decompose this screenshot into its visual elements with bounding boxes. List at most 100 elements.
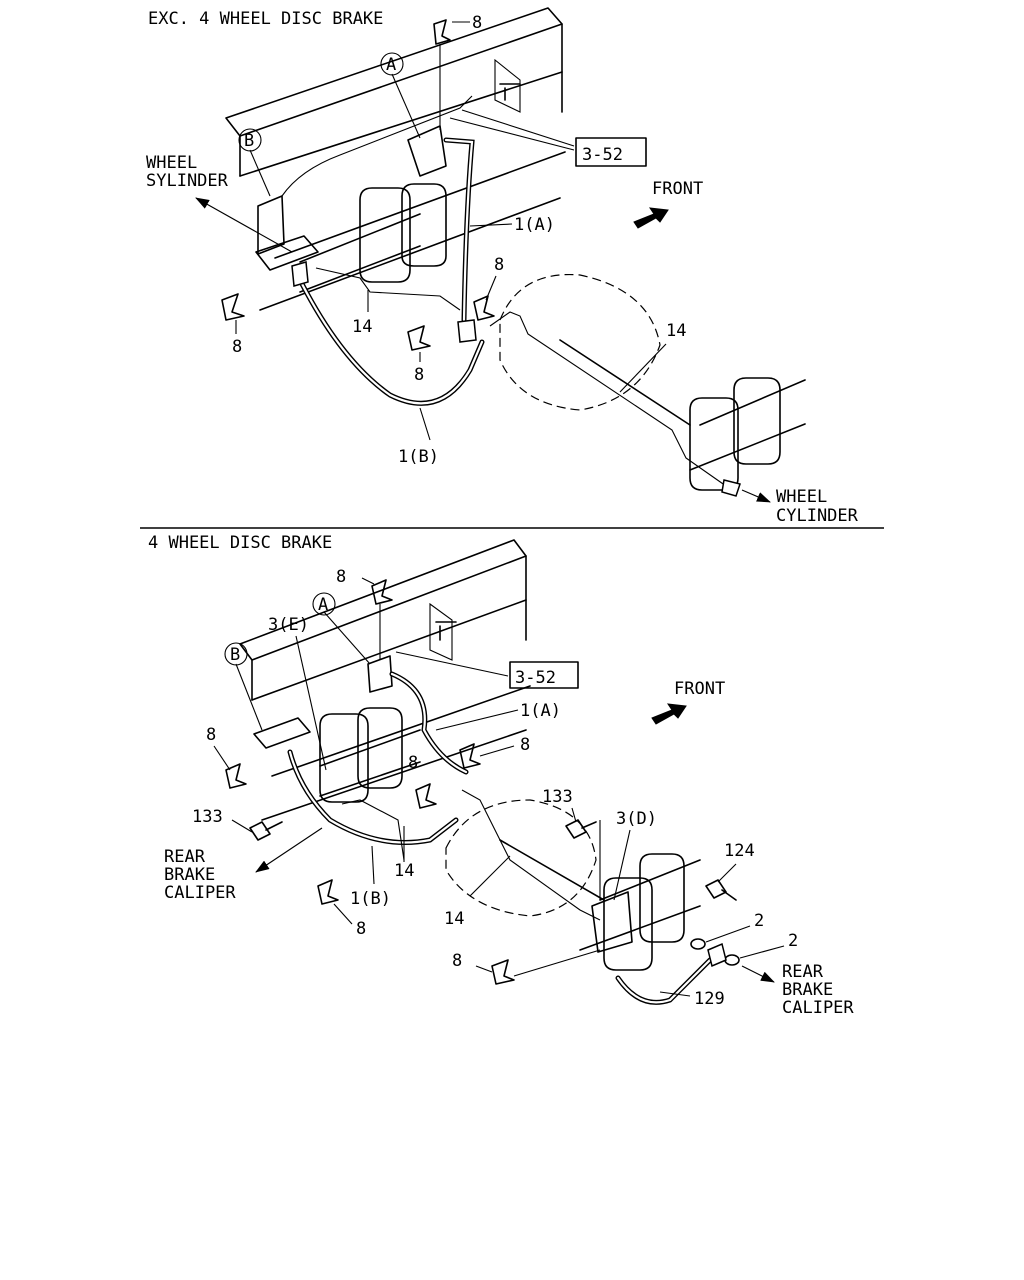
bottom-circle-b-label: B: [230, 645, 240, 665]
bottom-clip-8-mid-right: [459, 743, 481, 769]
top-circle-a-label: A: [386, 55, 396, 75]
bottom-label-133-right: 133: [542, 787, 573, 807]
top-front-label: FRONT: [652, 179, 703, 199]
bottom-leader-b: [235, 663, 263, 731]
top-label-14b: 14: [666, 321, 686, 341]
bottom-caliper-left-line3: CALIPER: [164, 883, 236, 903]
top-leader-1a: [469, 223, 513, 227]
bottom-leader-14-lower: [469, 855, 511, 897]
bottom-hose-129: [615, 957, 713, 1005]
top-axle-housing: [299, 183, 806, 491]
top-label-8c: 8: [494, 255, 504, 275]
top-leader-b: [249, 149, 271, 197]
bottom-caliper-right-line2: BRAKE: [782, 980, 833, 1000]
bottom-leader-1b: [371, 845, 375, 885]
top-wheel-cylinder-right-arrow-icon: [741, 489, 771, 503]
top-label-8d: 8: [414, 365, 424, 385]
bottom-ref-box: [509, 661, 579, 689]
bottom-axle-housing: [319, 707, 701, 971]
top-bracket-b: [257, 195, 285, 255]
top-ref-box-label: 3-52: [582, 145, 623, 165]
bottom-leader-133-left: [231, 819, 253, 833]
bottom-caliper-right-line3: CALIPER: [782, 998, 854, 1018]
top-hose-1b: [295, 273, 485, 406]
bottom-ref-box-label: 3-52: [515, 668, 556, 688]
top-clip-8-b: [221, 293, 245, 321]
top-section-title: EXC. 4 WHEEL DISC BRAKE: [148, 9, 383, 29]
bottom-clip-8-center: [415, 783, 437, 809]
bottom-label-8-left: 8: [206, 725, 216, 745]
bottom-frame-rail: [239, 539, 531, 821]
bottom-leader-3e: [295, 635, 327, 771]
top-clip-8-a: [433, 19, 451, 45]
bottom-banjo-fitting: [707, 942, 727, 968]
bottom-leader-2b: [739, 945, 785, 959]
bottom-label-3e: 3(E): [268, 615, 309, 635]
bottom-circle-b: [224, 642, 248, 666]
bottom-label-8-center: 8: [408, 753, 418, 773]
top-wheel-cylinder-left-arrow-icon: [195, 197, 293, 253]
bottom-front-arrow-icon: [651, 703, 687, 725]
bottom-clip-8-left: [225, 763, 247, 789]
bottom-front-label: FRONT: [674, 679, 725, 699]
top-connector-center: [457, 319, 477, 343]
top-clip-8-c: [473, 295, 495, 321]
bottom-label-1b: 1(B): [350, 889, 391, 909]
top-pipe-upper: [281, 95, 473, 197]
bottom-bracket-b: [253, 717, 311, 749]
top-section: EXC. 4 WHEEL DISC BRAKE: [146, 7, 859, 526]
bottom-pipe-14-lower: [461, 789, 601, 921]
top-front-arrow-icon: [633, 207, 669, 229]
top-label-8b: 8: [232, 337, 242, 357]
bottom-circle-a-label: A: [318, 595, 328, 615]
top-label-14a: 14: [352, 317, 372, 337]
bottom-label-8-bottom-left: 8: [356, 919, 366, 939]
bottom-clip-8-top: [371, 579, 393, 605]
top-bracket-b-lower: [255, 235, 319, 271]
bottom-leader-129: [659, 991, 691, 997]
bottom-pipe-14-center: [341, 799, 405, 861]
bottom-caliper-right-arrow-icon: [741, 965, 775, 983]
top-label-1b: 1(B): [398, 447, 439, 467]
top-hose-1a: [443, 137, 475, 323]
top-label-8a: 8: [472, 13, 482, 33]
top-circle-b-label: B: [244, 131, 254, 151]
bottom-leader-ref: [395, 651, 509, 677]
bottom-clip-8-bottom: [491, 959, 515, 985]
bottom-label-8-top: 8: [336, 567, 346, 587]
bottom-label-14-lower: 14: [444, 909, 464, 929]
bottom-label-2a: 2: [754, 911, 764, 931]
bottom-hose-1b: [287, 749, 459, 845]
top-bracket-a: [407, 125, 447, 177]
top-leader-ref: [449, 109, 575, 151]
top-leader-14b: [619, 343, 667, 393]
bottom-bolt-133-left: [249, 821, 283, 841]
bottom-hose-1a: [389, 671, 469, 775]
bottom-caliper-left-line2: BRAKE: [164, 865, 215, 885]
bottom-leader-124: [717, 863, 737, 883]
bottom-washer-2-a: [690, 938, 706, 950]
bottom-bolt-124: [705, 879, 737, 901]
top-wheel-cylinder-right-line2: CYLINDER: [776, 506, 859, 526]
bottom-label-3d: 3(D): [616, 809, 657, 829]
top-clip-8-d: [407, 325, 431, 351]
bottom-caliper-right-line1: REAR: [782, 962, 824, 982]
bottom-washer-2-b: [724, 954, 740, 966]
bottom-leader-8-bottom: [475, 949, 601, 977]
top-leader-8c: [485, 275, 497, 301]
bottom-section-title: 4 WHEEL DISC BRAKE: [148, 533, 332, 553]
top-leader-8a: [439, 21, 470, 130]
bottom-label-129: 129: [694, 989, 725, 1009]
top-connector-left: [291, 261, 309, 287]
bottom-label-2b: 2: [788, 931, 798, 951]
bottom-label-133-left: 133: [192, 807, 223, 827]
top-pipe-14-left: [315, 267, 461, 311]
bottom-leader-8-bottom-left: [333, 903, 353, 925]
bottom-label-1a: 1(A): [520, 701, 561, 721]
bottom-circle-a: [312, 592, 336, 616]
bottom-leader-133-right: [571, 807, 577, 823]
bottom-caliper-left-line1: REAR: [164, 847, 206, 867]
bottom-section: 4 WHEEL DISC BRAKE: [148, 533, 854, 1018]
bottom-bracket-a: [367, 655, 393, 693]
top-wheel-cylinder-right-line1: WHEEL: [776, 487, 827, 507]
